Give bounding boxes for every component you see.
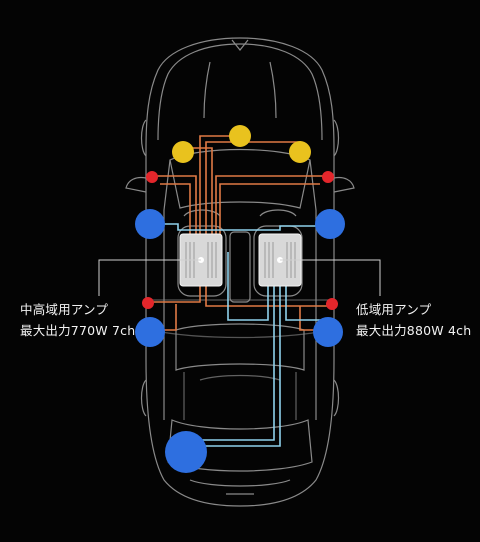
- low-amp-power: 最大出力880W 4ch: [356, 323, 472, 338]
- tweeters: [172, 125, 311, 163]
- tweeter-center: [229, 125, 251, 147]
- speaker-front-left-small: [146, 171, 158, 183]
- speaker-front-right-mid: [315, 209, 345, 239]
- tweeter-right: [289, 141, 311, 163]
- speaker-rear-right-small: [326, 298, 338, 310]
- low-amp-name: 低域用アンプ: [356, 302, 432, 317]
- leader-lines: [98, 259, 381, 296]
- tweeter-left: [172, 141, 194, 163]
- subwoofer: [165, 431, 207, 473]
- blue-speakers: [135, 209, 345, 473]
- mid-high-amp-label: 中高域用アンプ 最大出力770W 7ch: [20, 299, 135, 341]
- speaker-front-right-small: [322, 171, 334, 183]
- speaker-rear-left-small: [142, 297, 154, 309]
- speaker-rear-right-mid: [313, 317, 343, 347]
- blue-wiring: [150, 223, 330, 447]
- small-red-speakers: [142, 171, 338, 310]
- low-amp-label: 低域用アンプ 最大出力880W 4ch: [356, 299, 471, 341]
- mid-high-amp-name: 中高域用アンプ: [20, 302, 109, 317]
- car-outline: [125, 37, 355, 507]
- mid-high-amp-power: 最大出力770W 7ch: [20, 323, 136, 338]
- speaker-rear-left-mid: [135, 317, 165, 347]
- speaker-front-left-mid: [135, 209, 165, 239]
